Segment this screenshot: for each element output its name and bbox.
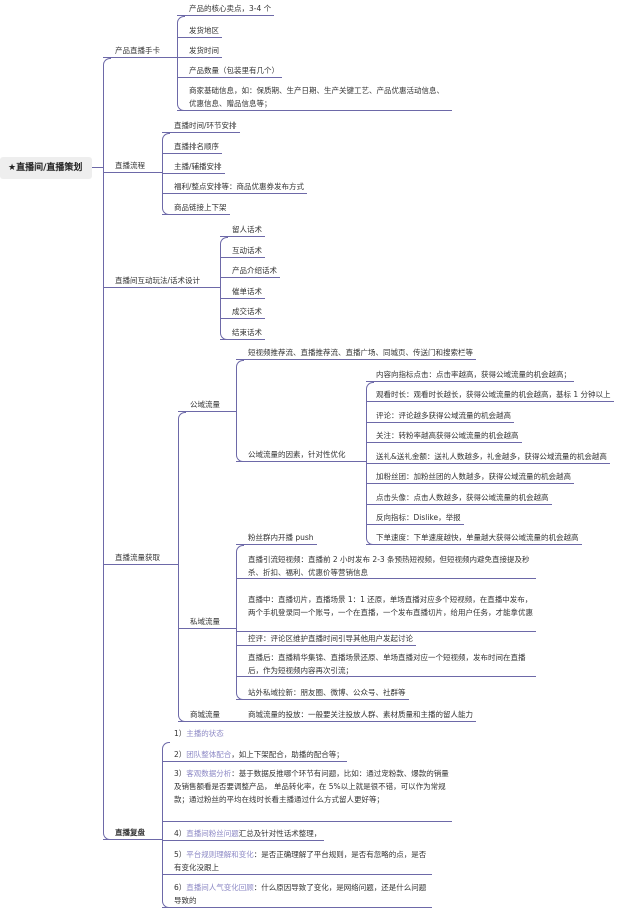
bracket [178,412,186,722]
review-highlight: 主播的状态 [186,729,224,738]
private-traffic[interactable]: 私域流量 [178,615,236,629]
factor-item[interactable]: 关注：转粉率越高获得公域流量的机会越高 [366,429,522,443]
review-num: 3） [174,769,187,778]
branch-live-flow[interactable]: 直播流程 [103,159,162,173]
connector [92,167,103,168]
script-item[interactable]: 结束话术 [220,326,265,340]
flow-item[interactable]: 直播排名顺序 [162,140,222,154]
card-item[interactable]: 发货地区 [177,24,222,38]
script-item[interactable]: 留人话术 [220,223,265,237]
review-item[interactable]: 1）主播的状态 [162,727,227,741]
review-item[interactable]: 6）直播间人气变化回顾：什么原因导致了变化，是网络问题，还是什么问题导致的 [162,881,432,908]
star-icon: ★ [8,163,17,173]
review-highlight: 直播间人气变化回顾 [186,883,254,892]
factor-item[interactable]: 下单速度：下单速度越快，单量越大获得公域流量的机会越高 [366,531,582,545]
private-item[interactable]: 粉丝群内开播 push [236,531,317,545]
review-highlight: 平台规则理解和变化 [186,850,254,859]
flow-item[interactable]: 商品链接上下架 [162,201,230,215]
script-item[interactable]: 互动话术 [220,244,265,258]
card-item[interactable]: 发货时间 [177,44,222,58]
card-item[interactable]: 产品的核心卖点，3-4 个 [177,2,275,16]
private-item[interactable]: 直播引流短视频：直播前 2 小时发布 2-3 条预热短视频，但短视频内避免直接提… [236,553,536,579]
review-num: 4） [174,829,187,838]
branch-interaction-script[interactable]: 直播间互动玩法/话术设计 [103,274,220,288]
review-highlight: 团队整体配合 [186,750,232,759]
public-traffic[interactable]: 公域流量 [178,398,236,412]
factor-item[interactable]: 评论：评论越多获得公域流量的机会越高 [366,409,514,423]
flow-item[interactable]: 直播时间/环节安排 [162,119,240,133]
review-text: 汇总及针对性话术整理， [238,829,322,838]
review-text: ：基于数据反推哪个环节有问题，比如：通过宠粉款、爆款的销量及销售额看是否要调整产… [174,769,449,804]
factor-item[interactable]: 内容向指标点击：点击率越高，获得公域流量的机会越高； [366,368,574,382]
review-num: 5） [174,850,187,859]
branch-review[interactable]: 直播复盘 [103,826,162,840]
trunk-bracket [103,58,111,840]
flow-item[interactable]: 福利/整点安排等：商品优惠券发布方式 [162,180,308,194]
script-item[interactable]: 产品介绍话术 [220,264,280,278]
review-num: 1） [174,729,187,738]
review-num: 6） [174,883,187,892]
review-item[interactable]: 4）直播间粉丝问题汇总及针对性话术整理， [162,827,325,841]
private-item[interactable]: 站外私域拉新：朋友圈、微博、公众号、社群等 [236,686,409,700]
review-num: 2） [174,750,187,759]
public-factors[interactable]: 公域流量的因素，针对性优化 [236,448,366,462]
flow-item[interactable]: 主播/辅播安排 [162,160,225,174]
root-title: 直播间/直播策划 [16,163,83,173]
card-item[interactable]: 产品数量（包装里有几个） [177,64,282,78]
review-item[interactable]: 5）平台规则理解和变化：是否正确理解了平台规则，是否有忽略的点，是否有变化没跟上 [162,848,432,875]
bracket [236,360,244,462]
card-item[interactable]: 商家基础信息，如：保质期、生产日期、生产关键工艺、产品优惠活动信息、优惠信息、赠… [177,84,452,111]
factor-item[interactable]: 加粉丝团：加粉丝团的人数越多，获得公域流量的机会越高 [366,470,574,484]
private-item[interactable]: 直播后：直播精华集锦、直播场景还原、单场直播对应一个短视频，发布时间在直播后，作… [236,651,536,677]
factor-item[interactable]: 送礼&送礼金额：送礼人数越多，礼金越多，获得公域流量的机会越高 [366,450,610,464]
private-item[interactable]: 控评：评论区维护直播时间引导其他用户发起讨论 [236,632,416,646]
factor-item[interactable]: 点击头像：点击人数越多，获得公域流量的机会越高 [366,491,552,505]
public-sources[interactable]: 短视频推荐流、直播推荐流、直播广场、同城页、传送门和搜索栏等 [236,346,476,360]
factor-item[interactable]: 反向指标：Dislike，举报 [366,511,464,525]
review-text: ，如上下架配合，助播的配合等； [231,750,344,759]
review-item[interactable]: 3）客观数据分析：基于数据反推哪个环节有问题，比如：通过宠粉款、爆款的销量及销售… [162,767,452,822]
branch-traffic[interactable]: 直播流量获取 [103,551,178,565]
review-item[interactable]: 2）团队整体配合，如上下架配合，助播的配合等； [162,748,347,762]
mall-traffic[interactable]: 商城流量 [178,708,236,722]
review-text: ：是否正确理解了平台规则，是否有忽略的点，是否有变化没跟上 [174,850,427,872]
mall-item[interactable]: 商城流量的投放：一般要关注投放人群、素材质量和主播的留人能力 [236,708,476,722]
review-highlight: 直播间粉丝问题 [186,829,239,838]
script-item[interactable]: 催单话术 [220,285,265,299]
private-item[interactable]: 直播中：直播切片，直播场景 1：1 还原，单场直播对应多个短视频，在直播中发布，… [236,593,536,632]
branch-product-card[interactable]: 产品直播手卡 [103,44,177,58]
root-node[interactable]: ★直播间/直播策划 [0,157,92,179]
factor-item[interactable]: 观看时长：观看时长越长，获得公域流量的机会越高，基标 1 分钟以上 [366,388,614,402]
review-highlight: 客观数据分析 [186,769,232,778]
review-text: ：什么原因导致了变化，是网络问题，还是什么问题导致的 [174,883,427,905]
script-item[interactable]: 成交话术 [220,305,265,319]
